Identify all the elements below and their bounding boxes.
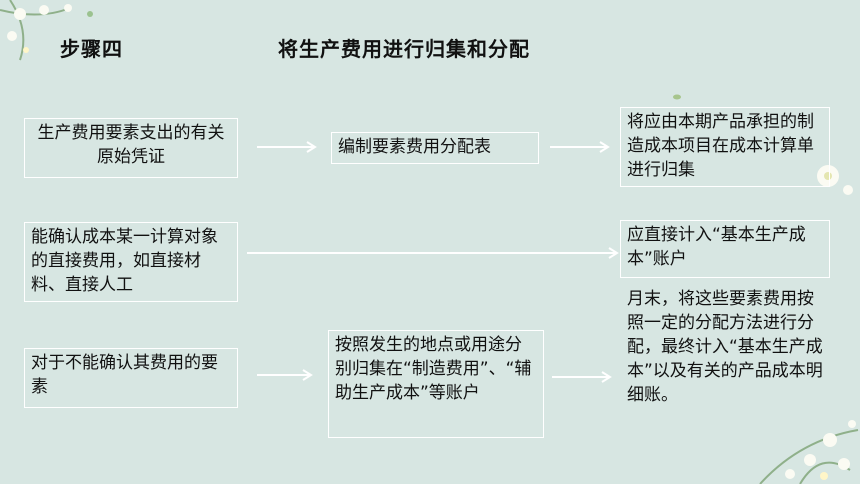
flower-decoration-right (817, 165, 853, 195)
arrow-right-3 (247, 247, 619, 259)
step-label: 步骤四 (60, 37, 123, 61)
box-indirect-costs: 对于不能确认其费用的要素 (24, 348, 238, 408)
box-allocation-table: 编制要素费用分配表 (331, 132, 539, 164)
leaf-decoration (673, 94, 681, 100)
box-collect-by-place: 按照发生的地点或用途分别归集在“制造费用”、“辅助生产成本”等账户 (328, 330, 544, 438)
box-direct-account: 应直接计入“基本生产成本”账户 (620, 220, 830, 278)
page-title: 将生产费用进行归集和分配 (278, 37, 530, 61)
arrow-right-5 (552, 371, 612, 383)
arrow-right-1 (257, 141, 317, 153)
box-cost-calculation: 将应由本期产品承担的制造成本项目在成本计算单进行归集 (620, 107, 830, 187)
box-month-end: 月末，将这些要素费用按照一定的分配方法进行分配，最终计入“基本生产成本”以及有关… (627, 289, 823, 405)
flower-decoration-bottom-right (759, 420, 859, 484)
arrow-right-2 (550, 141, 610, 153)
flower-decoration-top-left (0, 0, 93, 61)
box-direct-costs: 能确认成本某一计算对象的直接费用，如直接材料、直接人工 (24, 222, 238, 302)
box-source-documents: 生产费用要素支出的有关原始凭证 (24, 118, 238, 178)
arrow-right-4 (257, 369, 313, 381)
